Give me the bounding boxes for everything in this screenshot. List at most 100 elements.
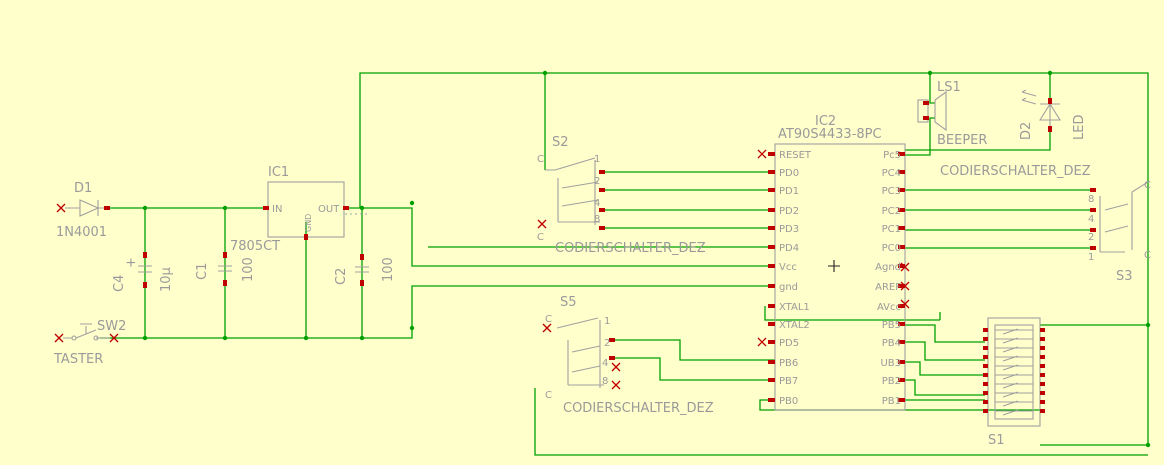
ic2-pin-pd5: PD5 — [779, 338, 799, 349]
ic1-value: 7805CT — [230, 239, 280, 254]
ic2-ref: IC2 — [815, 114, 836, 129]
s1-pad-right — [1040, 364, 1045, 368]
s2-ref: S2 — [552, 135, 569, 150]
coding-switch-s5: S5 C 1 2 4 8 C CODIERSCHALTER_DEZ — [542, 295, 714, 416]
s3-pin-c: C — [1144, 180, 1151, 191]
s5-pin-4: 4 — [602, 358, 608, 369]
c4-ref: C4 — [112, 275, 127, 292]
ic2-right-pad — [898, 322, 905, 326]
s1-pad-left — [983, 328, 988, 332]
ic2-pin-pc1: PC1 — [882, 224, 901, 235]
c4-value: 10µ — [159, 267, 174, 292]
d2-ref: D2 — [1019, 122, 1034, 140]
capacitor-c2: C2 100 — [334, 254, 396, 286]
ic2-pin-ub3: UB3 — [880, 358, 901, 369]
s5-pin-2: 2 — [604, 338, 610, 349]
ic2-pin-xtal1: XTAL1 — [779, 302, 810, 313]
ic2-right-pad — [898, 226, 905, 230]
s1-row-lever — [1002, 400, 1019, 407]
s1-pad-left — [983, 346, 988, 350]
ic1-pin-in: IN — [272, 204, 282, 215]
s1-pad-right — [1040, 382, 1045, 386]
s1-pad-left — [983, 364, 988, 368]
ic2-pin-pd0: PD0 — [779, 168, 799, 179]
ic2-left-pad — [768, 284, 775, 288]
s5-pin-c: C — [545, 314, 552, 325]
ic2-pin-pd4: PD4 — [779, 243, 799, 254]
s2-pin-2: 2 — [594, 176, 600, 187]
ic2-left-pad — [768, 245, 775, 249]
s1-pad-right — [1040, 409, 1045, 413]
ls1-value: BEEPER — [937, 133, 987, 148]
ic2-right-pins: Pc5PC4PC3PC2PC1PC0AgndAREFAVccPB5PB4UB3P… — [875, 150, 905, 407]
s1-row-lever — [1002, 409, 1019, 416]
d2-value: LED — [1072, 115, 1087, 140]
led-d2: D2 LED — [1019, 89, 1087, 140]
ic2-pin-pc3: PC3 — [882, 186, 901, 197]
s1-pad-left — [983, 355, 988, 359]
ic2-left-pad — [768, 170, 775, 174]
ic2-pin-pd1: PD1 — [779, 186, 799, 197]
ic1-ref: IC1 — [268, 165, 289, 180]
s1-pad-right — [1040, 346, 1045, 350]
c4-plus: + — [124, 257, 139, 268]
ic2-pin-pc0: PC0 — [882, 243, 901, 254]
ic2-pin-reset: RESET — [779, 150, 812, 161]
dip-switch-s1: S1 — [983, 317, 1045, 448]
ic2-pin-avcc: AVcc — [877, 302, 901, 313]
ic2-value: AT90S4433-8PC — [778, 127, 882, 142]
s1-pad-left — [983, 391, 988, 395]
ic2-right-pad — [898, 360, 905, 364]
s1-row-lever — [1002, 328, 1019, 335]
ic2-pin-aref: AREF — [875, 282, 901, 293]
s1-row-lever — [1002, 373, 1019, 380]
ic2-left-pad — [768, 264, 775, 268]
s1-row-lever — [1002, 337, 1019, 344]
ic2-right-pad — [898, 188, 905, 192]
s1-pad-left — [983, 337, 988, 341]
s1-row-lever — [1002, 391, 1019, 398]
s5-pin-8: 8 — [602, 376, 608, 387]
ic2-left-pad — [768, 322, 775, 326]
ic2-left-pad — [768, 188, 775, 192]
s1-pad-left — [983, 409, 988, 413]
s1-pad-right — [1040, 391, 1045, 395]
c2-ref: C2 — [334, 268, 349, 285]
ic2-pin-pb6: PB6 — [779, 358, 798, 369]
ic2-pin-vcc: Vcc — [779, 262, 797, 273]
diode-d1: D1 1N4001 — [56, 181, 110, 240]
s5-pin-c2: C — [545, 390, 552, 401]
c2-value: 100 — [381, 257, 396, 282]
s2-pin-c: C — [537, 154, 544, 165]
capacitor-c4: C4 + 10µ — [112, 252, 174, 292]
s1-pad-right — [1040, 400, 1045, 404]
ic2-left-pad — [768, 152, 775, 156]
s1-row-lever — [1002, 364, 1019, 371]
s5-pin-1: 1 — [604, 316, 610, 327]
sw2-ref: SW2 — [97, 319, 126, 334]
s1-pad-right — [1040, 373, 1045, 377]
ic2-left-pad — [768, 340, 775, 344]
d1-ref: D1 — [74, 181, 92, 196]
ic2-right-pad — [898, 152, 905, 156]
ic2-right-pad — [898, 284, 905, 288]
ic2-right-pad — [898, 304, 905, 308]
s1-pad-right — [1040, 328, 1045, 332]
capacitor-c1: C1 100 — [195, 252, 256, 286]
ic2-pin-pb0: PB0 — [779, 396, 798, 407]
ic2-left-pad — [768, 226, 775, 230]
s3-pin-8: 8 — [1088, 194, 1094, 205]
s1-row-lever — [1002, 346, 1019, 353]
s1-pad-right — [1040, 355, 1045, 359]
s2-pin-1: 1 — [594, 154, 600, 165]
ic2-left-pad — [768, 398, 775, 402]
ic2-left-pad — [768, 360, 775, 364]
s3-pin-4: 4 — [1088, 214, 1094, 225]
ic2-right-pad — [898, 264, 905, 268]
s1-pad-left — [983, 382, 988, 386]
ic2-right-pad — [898, 398, 905, 402]
s1-row-lever — [1002, 382, 1019, 389]
ic2-pin-pd3: PD3 — [779, 224, 799, 235]
ic2-right-pad — [898, 245, 905, 249]
s3-value: CODIERSCHALTER_DEZ — [940, 164, 1091, 179]
